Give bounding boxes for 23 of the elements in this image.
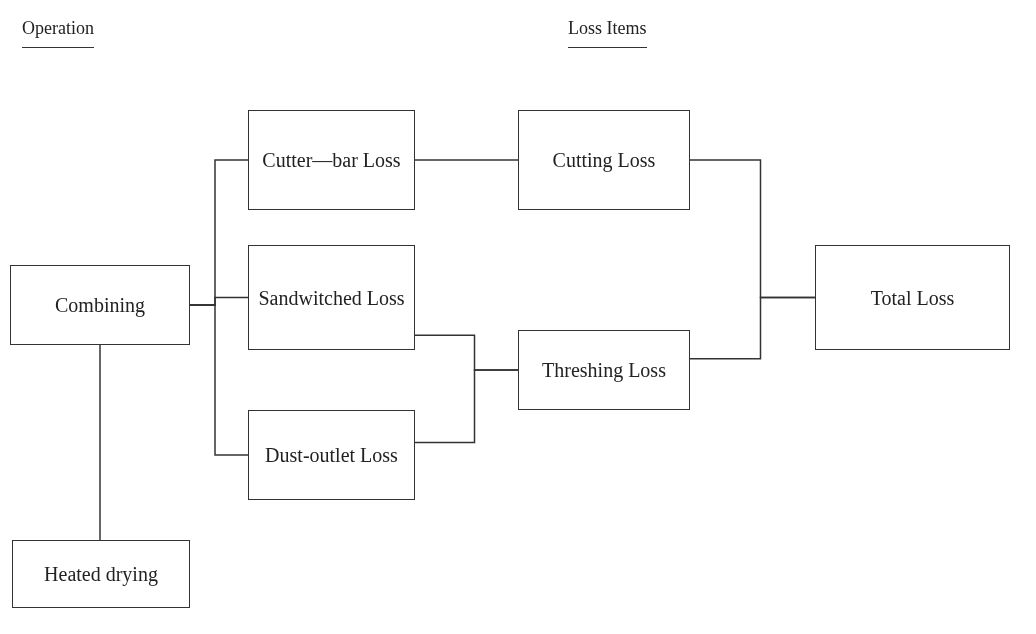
connector-line [414,159,519,161]
column-heading: Loss Items [568,18,647,48]
connector-line [414,369,519,444]
box-label: Cutter—bar Loss [262,149,401,171]
connector-line [99,344,101,541]
process-box [10,265,190,345]
connector-line [689,296,816,360]
box-label: Combining [55,294,145,316]
process-box [518,110,690,210]
box-label: Dust-outlet Loss [265,444,398,466]
process-box [815,245,1010,350]
process-box [248,245,415,350]
box-label: Total Loss [870,286,955,309]
box-label: Cutting Loss [552,149,656,171]
box-label: Threshing Loss [542,359,666,381]
process-box [12,540,190,608]
box-label: Heated drying [44,563,158,585]
box-label: Sandwitched Loss [258,286,405,309]
connector-line [189,304,249,456]
process-box [248,410,415,500]
process-box [248,110,415,210]
process-box [518,330,690,410]
column-heading: Operation [22,18,94,48]
